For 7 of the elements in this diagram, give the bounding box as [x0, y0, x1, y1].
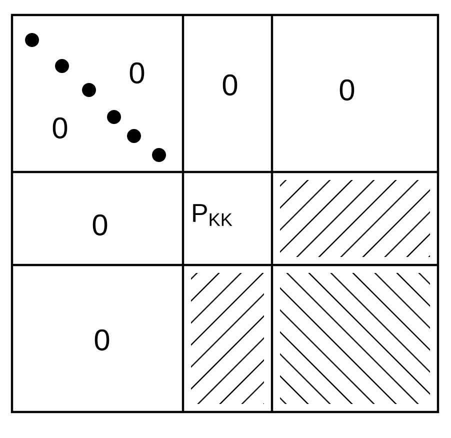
matrix-entry: 0 — [52, 117, 68, 139]
matrix-entry: 0 — [130, 62, 144, 84]
matrix-entry: 0 — [92, 214, 108, 236]
matrix-entry: 0 — [222, 74, 238, 96]
matrix-entry: 0 — [94, 329, 110, 351]
matrix-entry: P$_{KK}$ — [193, 204, 232, 226]
matrix-entry: 0 — [340, 79, 354, 101]
